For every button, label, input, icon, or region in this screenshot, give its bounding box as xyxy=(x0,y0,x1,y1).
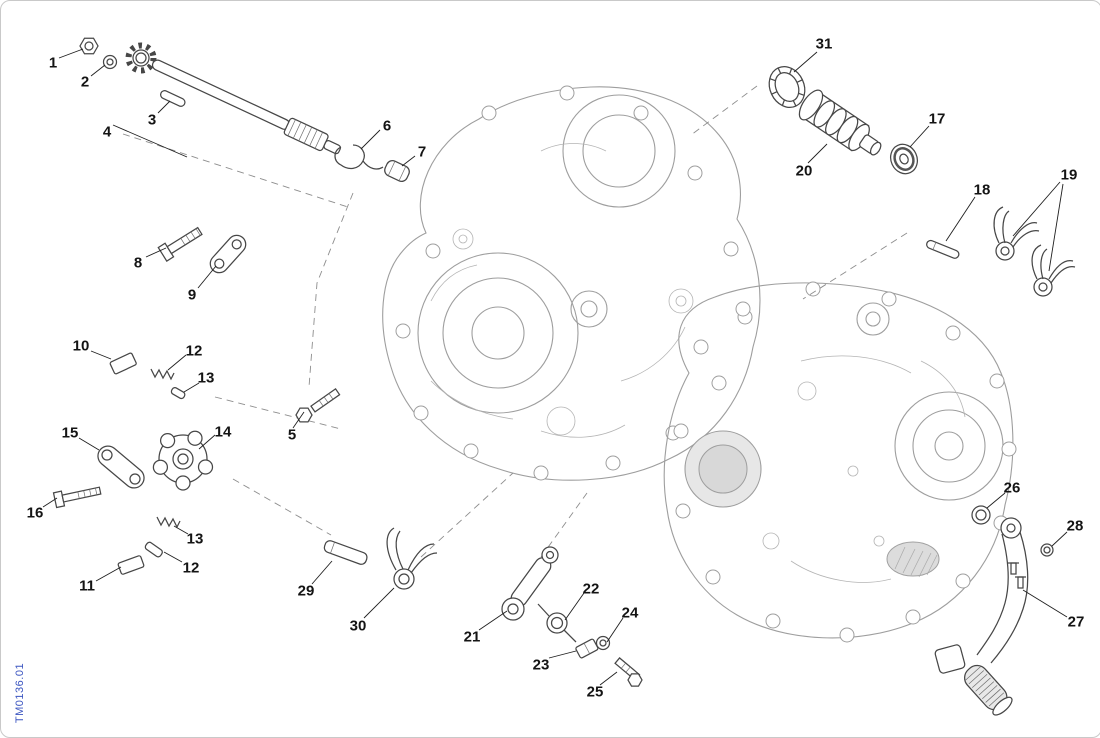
part-21-lever xyxy=(501,546,559,621)
callout-13: 13 xyxy=(197,369,215,387)
part-6-spring-clip xyxy=(334,144,384,170)
callout-24: 24 xyxy=(621,604,639,622)
callout-27: 27 xyxy=(1067,613,1085,631)
callout-26: 26 xyxy=(1003,479,1021,497)
callout-30: 30 xyxy=(349,617,367,635)
part-16-bolt xyxy=(52,486,102,509)
callout-17: 17 xyxy=(928,110,946,128)
part-19-shift-forks xyxy=(993,206,1076,297)
callout-29: 29 xyxy=(297,582,315,600)
callout-19: 19 xyxy=(1060,166,1078,184)
part-17-bearing xyxy=(889,143,919,175)
callout-14: 14 xyxy=(214,423,232,441)
part-1-nut xyxy=(79,37,99,55)
construction-dashed-lines xyxy=(122,85,908,558)
callout-9: 9 xyxy=(187,286,197,304)
part-10-pad xyxy=(109,352,137,375)
callout-28: 28 xyxy=(1066,517,1084,535)
callout-1: 1 xyxy=(48,54,58,72)
leader-lines xyxy=(42,48,1068,686)
part-13-plunger xyxy=(170,387,186,400)
part-15-stopper-plate xyxy=(97,445,145,489)
callout-31: 31 xyxy=(815,35,833,53)
part-12-spring xyxy=(150,368,175,381)
callout-10: 10 xyxy=(72,337,90,355)
callout-7: 7 xyxy=(417,143,427,161)
part-7-roller xyxy=(384,160,410,182)
part-27-screws xyxy=(1008,562,1026,589)
callout-12: 12 xyxy=(185,342,203,360)
part-20-shift-drum xyxy=(798,89,882,156)
callout-11: 11 xyxy=(79,577,95,595)
part-13b-spring xyxy=(156,516,181,529)
part-12b-plunger xyxy=(144,541,163,558)
part-30-shift-fork xyxy=(386,527,438,590)
callout-12: 12 xyxy=(182,559,200,577)
part-27-gear-pedal xyxy=(934,517,1029,716)
callout-23: 23 xyxy=(532,656,550,674)
callout-16: 16 xyxy=(26,504,44,522)
callout-21: 21 xyxy=(463,628,481,646)
part-2-washer xyxy=(102,54,118,70)
part-18-pin xyxy=(926,239,960,259)
part-9-link-plate xyxy=(209,234,247,274)
part-31-bearing-ring xyxy=(768,66,806,108)
part-24-washer xyxy=(595,635,611,651)
part-22-torsion-spring xyxy=(537,603,577,643)
callout-3: 3 xyxy=(147,111,157,129)
part-25-bolt xyxy=(614,657,643,687)
part-29-fork-pin xyxy=(323,540,368,565)
callout-8: 8 xyxy=(133,254,143,272)
callout-22: 22 xyxy=(582,580,600,598)
part-14-shift-cam xyxy=(152,430,214,491)
callout-15: 15 xyxy=(61,424,79,442)
callout-5: 5 xyxy=(287,426,297,444)
part-23-spacer xyxy=(575,638,599,659)
part-11-pad xyxy=(117,555,145,575)
callout-6: 6 xyxy=(382,117,392,135)
callout-13: 13 xyxy=(186,530,204,548)
drawing-code: TM0136.01 xyxy=(14,662,26,724)
part-26-seal xyxy=(971,505,991,525)
part-4-shift-shaft xyxy=(125,42,342,155)
part-3-pin xyxy=(160,90,186,107)
part-8-bolt xyxy=(157,226,203,262)
callout-18: 18 xyxy=(973,181,991,199)
callout-25: 25 xyxy=(586,683,604,701)
callout-2: 2 xyxy=(80,73,90,91)
knurl-hatch xyxy=(894,546,938,578)
callout-4: 4 xyxy=(102,123,112,141)
part-28-washer xyxy=(1040,543,1054,557)
callout-20: 20 xyxy=(795,162,813,180)
